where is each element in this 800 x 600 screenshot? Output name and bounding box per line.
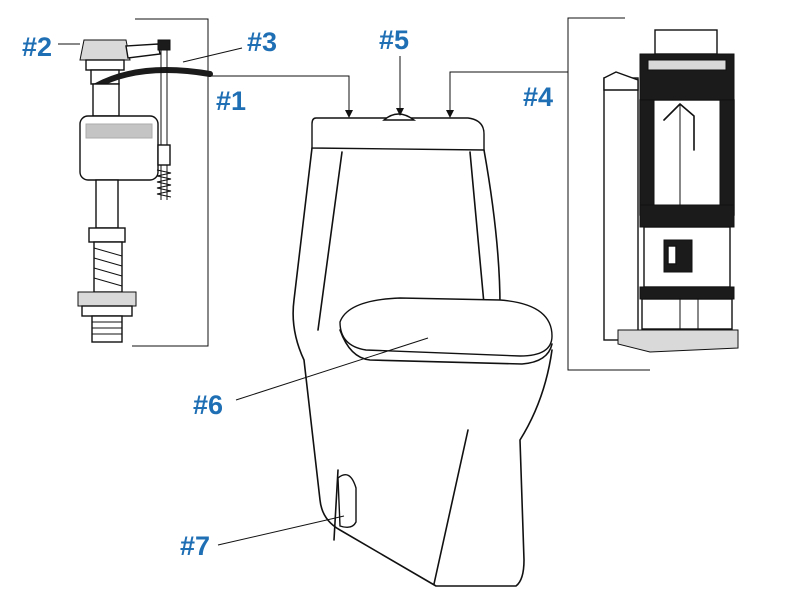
fill-valve-upper-body — [92, 83, 120, 117]
fill-valve-illustration — [77, 18, 213, 347]
adjust-clip-lower — [157, 144, 171, 166]
leader-4-arrow — [446, 110, 454, 118]
leader-6 — [235, 337, 429, 401]
callout-3: #3 — [247, 27, 277, 57]
fill-valve-float-shade — [85, 123, 153, 139]
overflow-tube-cap — [603, 71, 639, 91]
side-access-cover — [337, 474, 357, 529]
toilet-tank-back-edge — [483, 149, 501, 307]
leader-lines — [58, 43, 568, 546]
flush-valve-foot — [617, 329, 739, 353]
flush-valve-head-band — [647, 59, 727, 71]
fill-valve-shank-upper — [95, 179, 119, 229]
fill-valve-cap — [79, 39, 131, 61]
flush-valve-column-left — [639, 99, 655, 216]
overflow-tube — [603, 77, 639, 341]
flush-valve-illustration — [567, 17, 739, 371]
flush-valve-column — [639, 99, 735, 216]
fill-valve-bracket — [132, 18, 209, 347]
callout-labels: #2 #3 #1 #5 #4 #6 #7 — [22, 25, 553, 561]
toilet-tank-lid — [311, 117, 485, 151]
fill-valve-threaded-shank — [93, 241, 123, 293]
leader-4 — [449, 71, 568, 114]
bottom-thread-lines — [92, 321, 122, 335]
fill-valve-flange — [77, 291, 137, 307]
callout-1: #1 — [216, 86, 246, 116]
toilet-seat — [339, 297, 553, 357]
flush-valve-clip-window — [667, 245, 677, 265]
callout-6: #6 — [193, 390, 223, 420]
leader-7 — [217, 515, 345, 546]
flush-valve-seal — [641, 298, 733, 330]
flush-valve-top — [654, 29, 718, 55]
fill-valve-nut — [88, 227, 126, 243]
toilet-body-outline — [292, 147, 553, 587]
flush-valve-lower-body — [643, 226, 731, 288]
callout-2: #2 — [22, 32, 52, 62]
flush-valve-collar — [639, 204, 735, 228]
fill-valve-bottom-thread — [91, 315, 123, 343]
adjust-spring — [156, 169, 172, 198]
callout-7: #7 — [180, 531, 210, 561]
thread-lines — [93, 247, 123, 287]
fill-valve-arm — [125, 43, 161, 59]
flush-valve-bracket — [567, 17, 650, 371]
leader-5-arrow — [396, 108, 404, 116]
leader-1 — [208, 75, 350, 114]
callout-5: #5 — [379, 25, 409, 55]
flush-valve-base-band — [639, 286, 735, 300]
toilet-illustration — [292, 113, 553, 587]
toilet-seat-rim — [339, 329, 553, 365]
flush-valve-column-right — [719, 99, 735, 216]
flush-lever-link — [663, 103, 695, 151]
fill-valve-cap-ring — [85, 59, 125, 71]
fill-valve-washer — [81, 305, 133, 317]
leader-3 — [182, 47, 243, 63]
callout-4: #4 — [523, 82, 553, 112]
flush-button — [382, 113, 417, 121]
toilet-pedestal-lines — [333, 429, 469, 585]
toilet-tank-front-lines — [317, 151, 485, 331]
adjust-clip — [157, 39, 171, 51]
refill-tube — [93, 67, 213, 89]
leader-1-arrow — [345, 110, 353, 118]
